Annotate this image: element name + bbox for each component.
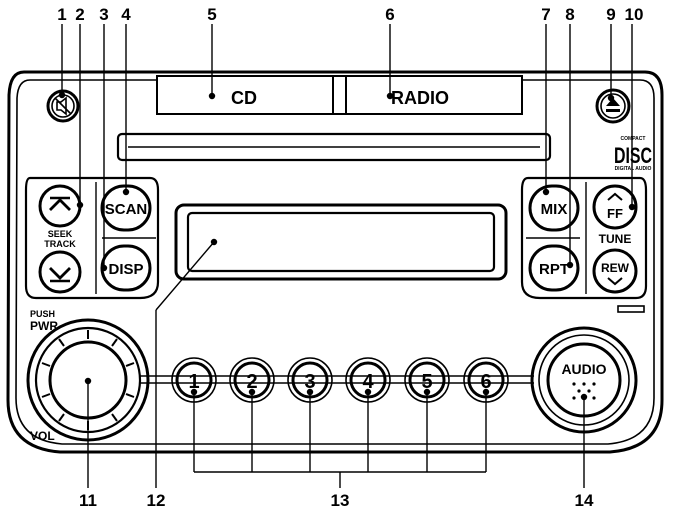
svg-text:DIGITAL AUDIO: DIGITAL AUDIO [615,166,652,172]
callout-9: 9 [606,5,615,24]
radio-slot-panel [332,75,523,115]
seek-up-button[interactable] [38,184,82,228]
seek-label: SEEK [48,229,73,239]
cd-slot-label: CD [231,88,257,108]
pwr-label: PWR [30,319,58,333]
callout-1: 1 [57,5,66,24]
svg-text:COMPACT: COMPACT [621,136,646,142]
chevron-down-icon [49,267,71,280]
volume-knob-ticks [41,330,135,430]
callout-5: 5 [207,5,216,24]
callout-10: 10 [625,5,644,24]
mix-button[interactable] [528,184,580,232]
indicator-slot [617,305,645,313]
svg-text:5: 5 [421,371,432,393]
tune-label: TUNE [599,232,632,246]
chevron-down-icon [607,277,623,286]
callout-13: 13 [331,491,350,510]
ff-label: FF [607,206,623,221]
rpt-button[interactable] [528,244,580,292]
rpt-label: RPT [539,261,569,278]
svg-text:DISC: DISC [614,143,652,168]
display-screen [186,211,496,273]
callout-11: 11 [79,491,97,510]
right-cluster-outline [520,176,648,300]
eject-button[interactable] [595,88,631,124]
svg-text:2: 2 [246,371,257,393]
rew-label: REW [601,261,630,275]
scan-label: SCAN [105,201,148,218]
cd-insertion-slot [116,132,552,162]
callout-2: 2 [75,5,84,24]
ff-button[interactable] [592,184,638,230]
left-cluster-outline [24,176,160,300]
svg-text:4: 4 [362,371,374,393]
mute-button[interactable] [46,89,80,123]
display-frame [174,203,508,281]
rew-button[interactable] [592,248,638,294]
faceplate-outline [6,70,664,454]
callout-8: 8 [565,5,574,24]
callout-12: 12 [147,491,166,510]
svg-text:3: 3 [304,371,315,393]
leader-lines [58,24,636,488]
svg-text:1: 1 [188,371,199,393]
audio-label: AUDIO [561,361,606,377]
eject-icon [606,98,620,112]
disp-label: DISP [108,261,143,278]
faceplate-inner-outline [15,79,655,445]
callout-numbers: 1 2 3 4 5 6 7 8 9 10 11 12 13 14 [57,5,643,510]
callout-6: 6 [385,5,394,24]
compact-disc-logo: COMPACT DISC DIGITAL AUDIO [614,136,652,172]
vol-label: VOL [30,429,55,443]
callout-3: 3 [99,5,108,24]
callout-4: 4 [121,5,131,24]
mute-icon [54,96,72,116]
eject-button-ring [600,93,626,119]
callout-14: 14 [575,491,594,510]
svg-text:6: 6 [480,371,491,393]
mix-label: MIX [541,201,568,218]
push-label: PUSH [30,309,55,319]
seek-down-button[interactable] [38,250,82,294]
track-label: TRACK [44,239,76,249]
chevron-up-icon [49,198,71,211]
chevron-up-icon [607,192,623,201]
callout-7: 7 [541,5,550,24]
radio-slot-label: RADIO [391,88,449,108]
